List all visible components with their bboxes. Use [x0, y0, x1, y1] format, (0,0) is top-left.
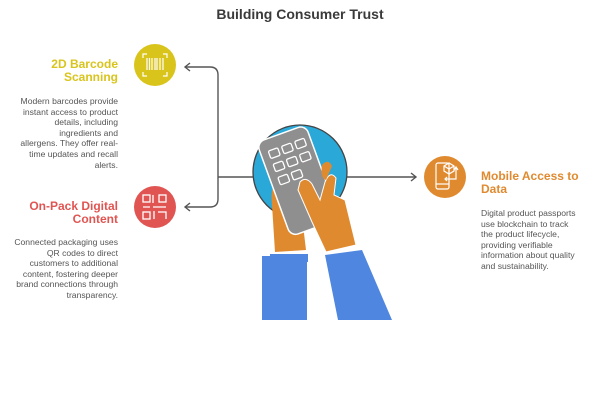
hands-phone-icon — [252, 124, 392, 320]
item-title-barcode: 2D Barcode Scanning — [51, 57, 118, 84]
connector-lines — [183, 62, 418, 212]
item-body-qr: Connected packaging uses QR codes to dir… — [14, 237, 118, 300]
item-title-qr: On-Pack Digital Content — [29, 199, 118, 226]
item-title-mobile: Mobile Access to Data — [481, 169, 579, 196]
diagram-title: Building Consumer Trust — [216, 6, 384, 22]
item-body-barcode: Modern barcodes provide instant access t… — [20, 96, 118, 170]
barcode-icon — [134, 44, 176, 86]
qr-code-icon — [134, 186, 176, 228]
item-body-mobile: Digital product passports use blockchain… — [481, 208, 576, 271]
mobile-data-icon — [424, 156, 466, 198]
